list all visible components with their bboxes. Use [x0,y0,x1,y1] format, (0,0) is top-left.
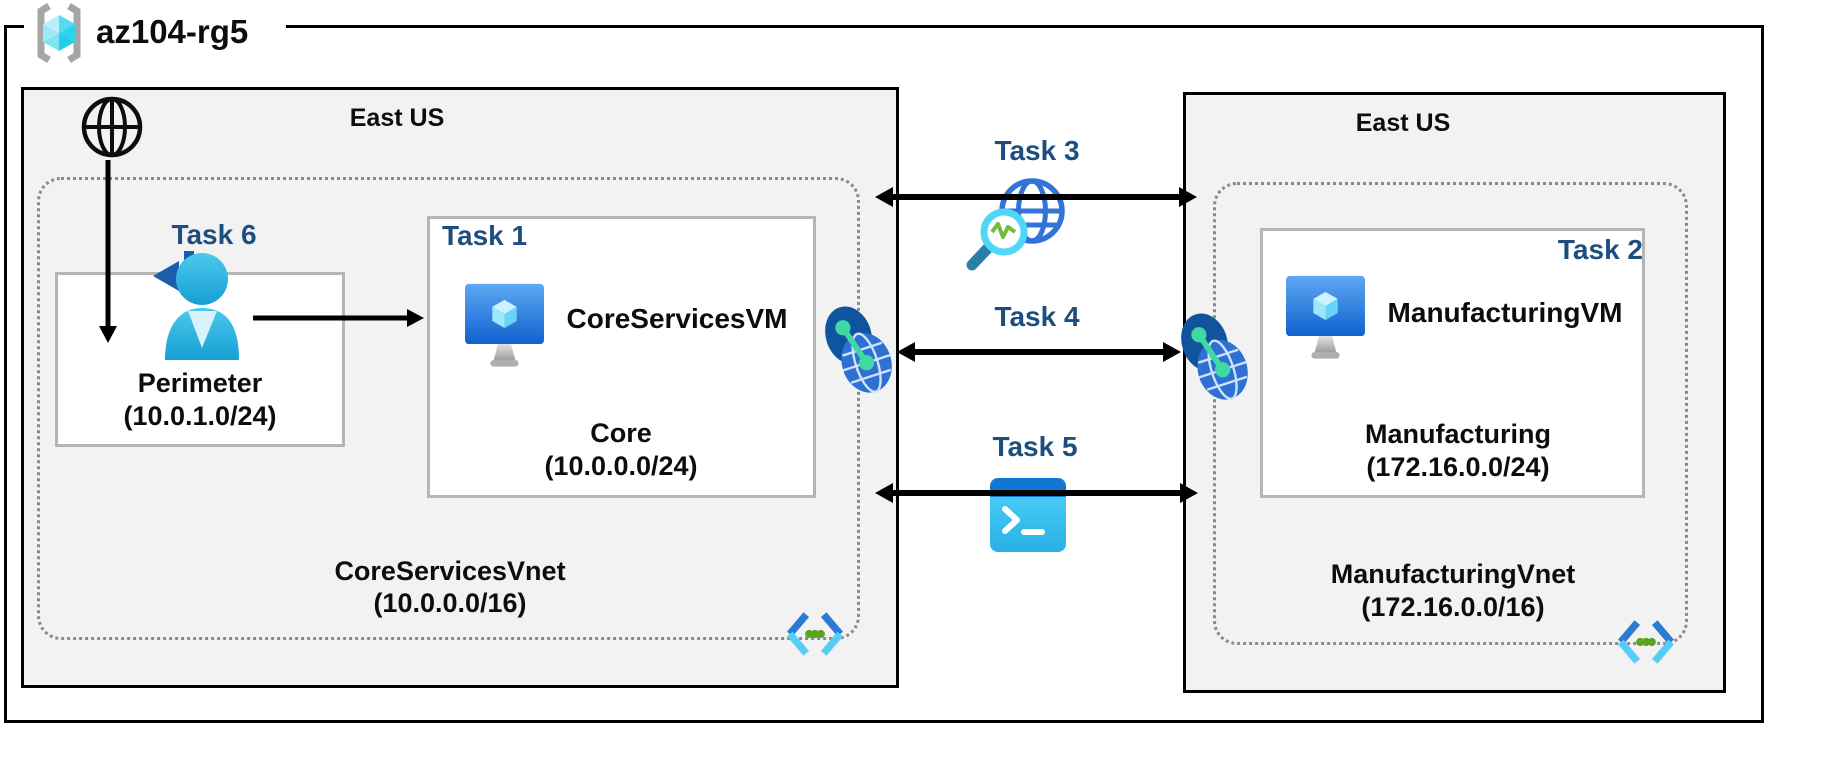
region-title-right: East US [1355,109,1451,137]
manufacturing-cidr: (172.16.0.0/24) [1366,452,1550,482]
virtual-machine-icon [465,283,544,367]
perimeter-subnet-label: Perimeter (10.0.1.0/24) [123,367,276,433]
coreservicesvm-label: CoreServicesVM [566,303,788,334]
task6-label: Task 6 [171,219,257,250]
core-cidr: (10.0.0.0/24) [544,451,698,481]
network-watcher-icon [966,178,1065,271]
coreservicesvnet-label: CoreServicesVnet (10.0.0.0/16) [334,555,565,619]
virtual-machine-icon [1286,275,1365,359]
manufacturingvm-label: ManufacturingVM [1387,297,1623,328]
task2-label: Task 2 [1557,234,1643,265]
internet-globe-icon [81,96,143,158]
task1-label: Task 1 [442,220,528,251]
user-return-icon [153,251,239,360]
virtual-network-icon [787,612,843,656]
manufacturing-subnet-label: Manufacturing (172.16.0.0/24) [1365,418,1551,484]
vnet-boundary-manufacturing [1213,182,1688,645]
cloud-shell-icon [990,478,1066,552]
virtual-network-icon [1618,620,1674,664]
core-subnet-label: Core (10.0.0.0/24) [544,417,697,483]
coreservicesvnet-name: CoreServicesVnet [334,556,566,586]
vnet-peering-icon [1181,313,1248,400]
resource-group-frame [4,25,1764,723]
core-subnet-box [427,216,816,498]
task5-label: Task 5 [992,431,1078,462]
manufacturing-subnet-box [1260,228,1645,498]
frame-label-patch [24,22,286,32]
manufacturing-name: Manufacturing [1365,419,1551,449]
manufacturingvnet-name: ManufacturingVnet [1330,559,1576,589]
task4-label: Task 4 [994,301,1080,332]
vnet-peering-icon [825,306,892,393]
resource-group-icon [37,3,81,63]
coreservicesvnet-cidr: (10.0.0.0/16) [373,588,527,618]
region-title-left: East US [349,104,445,132]
perimeter-name: Perimeter [137,368,263,398]
resource-group-label: az104-rg5 [96,13,249,50]
task3-label: Task 3 [994,135,1080,166]
perimeter-cidr: (10.0.1.0/24) [123,401,277,431]
core-name: Core [590,418,652,448]
manufacturingvnet-label: ManufacturingVnet (172.16.0.0/16) [1331,558,1576,624]
manufacturingvnet-cidr: (172.16.0.0/16) [1361,592,1545,622]
vnet-boundary-coreservices [37,177,860,640]
